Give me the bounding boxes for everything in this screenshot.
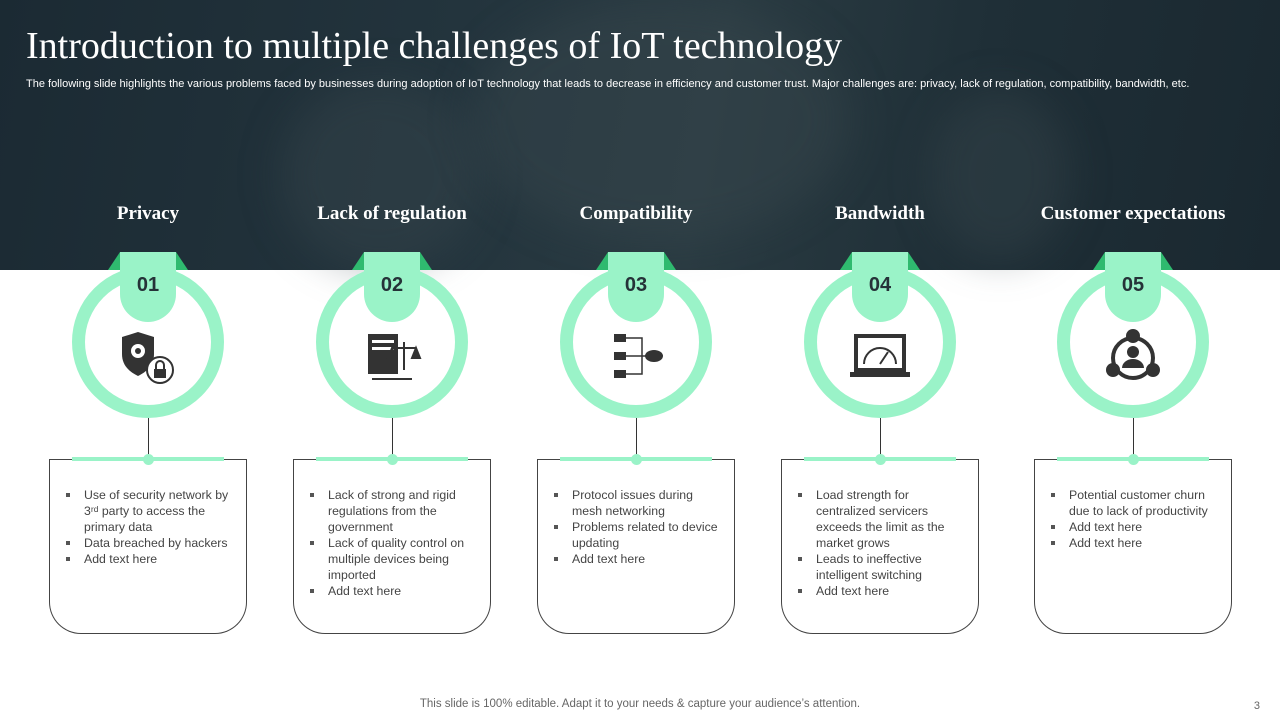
- card-accent-dot: [875, 454, 886, 465]
- card-bullet: Use of security network by 3ʳᵈ party to …: [64, 487, 234, 535]
- tab-corner: [1093, 252, 1105, 270]
- card-bullet: Load strength for centralized servicers …: [796, 487, 966, 551]
- card-bullet-list: Load strength for centralized servicers …: [796, 487, 966, 599]
- card-bullet: Data breached by hackers: [64, 535, 234, 551]
- card-bullet-list: Potential customer churn due to lack of …: [1049, 487, 1219, 551]
- challenge-heading: Customer expectations: [1040, 203, 1226, 224]
- challenge-card: Use of security network by 3ʳᵈ party to …: [49, 454, 247, 634]
- card-bullet: Add text here: [1049, 535, 1219, 551]
- tab-corner: [908, 252, 920, 270]
- card-accent-dot: [1128, 454, 1139, 465]
- challenge-heading: Bandwidth: [835, 203, 925, 224]
- card-bullet: Add text here: [64, 551, 234, 567]
- connector-line: [392, 418, 393, 460]
- connector-line: [148, 418, 149, 460]
- card-accent-dot: [631, 454, 642, 465]
- challenge-number: 04: [852, 252, 908, 322]
- challenge-card: Load strength for centralized servicers …: [781, 454, 979, 634]
- card-bullet: Problems related to device updating: [552, 519, 722, 551]
- challenge-heading: Lack of regulation: [317, 203, 467, 224]
- header-banner: [0, 0, 1280, 270]
- tab-corner: [420, 252, 432, 270]
- card-bullet: Add text here: [308, 583, 478, 599]
- tab-corner: [352, 252, 364, 270]
- connector-line: [1133, 418, 1134, 460]
- tab-corner: [108, 252, 120, 270]
- card-accent-dot: [143, 454, 154, 465]
- page-number: 3: [1253, 700, 1260, 712]
- challenge-number: 02: [364, 252, 420, 322]
- tab-corner: [840, 252, 852, 270]
- tab-corner: [1161, 252, 1173, 270]
- tab-corner: [596, 252, 608, 270]
- laptop-speedometer-icon: [850, 326, 910, 386]
- shield-gear-lock-icon: [118, 326, 178, 386]
- card-bullet: Add text here: [796, 583, 966, 599]
- challenge-card: Potential customer churn due to lack of …: [1034, 454, 1232, 634]
- page-subtitle: The following slide highlights the vario…: [26, 78, 1190, 90]
- challenge-number: 01: [120, 252, 176, 322]
- challenge-heading: Privacy: [116, 203, 180, 224]
- card-bullet: Protocol issues during mesh networking: [552, 487, 722, 519]
- card-bullet: Add text here: [552, 551, 722, 567]
- tab-corner: [664, 252, 676, 270]
- challenge-number: 03: [608, 252, 664, 322]
- card-bullet: Leads to ineffective intelligent switchi…: [796, 551, 966, 583]
- challenge-card: Lack of strong and rigid regulations fro…: [293, 454, 491, 634]
- tab-corner: [176, 252, 188, 270]
- connector-line: [636, 418, 637, 460]
- card-bullet: Lack of strong and rigid regulations fro…: [308, 487, 478, 535]
- network-cloud-icon: [606, 326, 666, 386]
- document-scales-icon: [362, 326, 422, 386]
- card-bullet-list: Lack of strong and rigid regulations fro…: [308, 487, 478, 599]
- card-bullet: Potential customer churn due to lack of …: [1049, 487, 1219, 519]
- page-title: Introduction to multiple challenges of I…: [26, 25, 843, 67]
- footer-note: This slide is 100% editable. Adapt it to…: [419, 698, 861, 710]
- connector-line: [880, 418, 881, 460]
- card-bullet-list: Use of security network by 3ʳᵈ party to …: [64, 487, 234, 567]
- customer-cycle-icon: [1103, 326, 1163, 386]
- card-bullet: Lack of quality control on multiple devi…: [308, 535, 478, 583]
- challenge-number: 05: [1105, 252, 1161, 322]
- card-accent-dot: [387, 454, 398, 465]
- card-bullet: Add text here: [1049, 519, 1219, 535]
- challenge-heading: Compatibility: [579, 203, 693, 224]
